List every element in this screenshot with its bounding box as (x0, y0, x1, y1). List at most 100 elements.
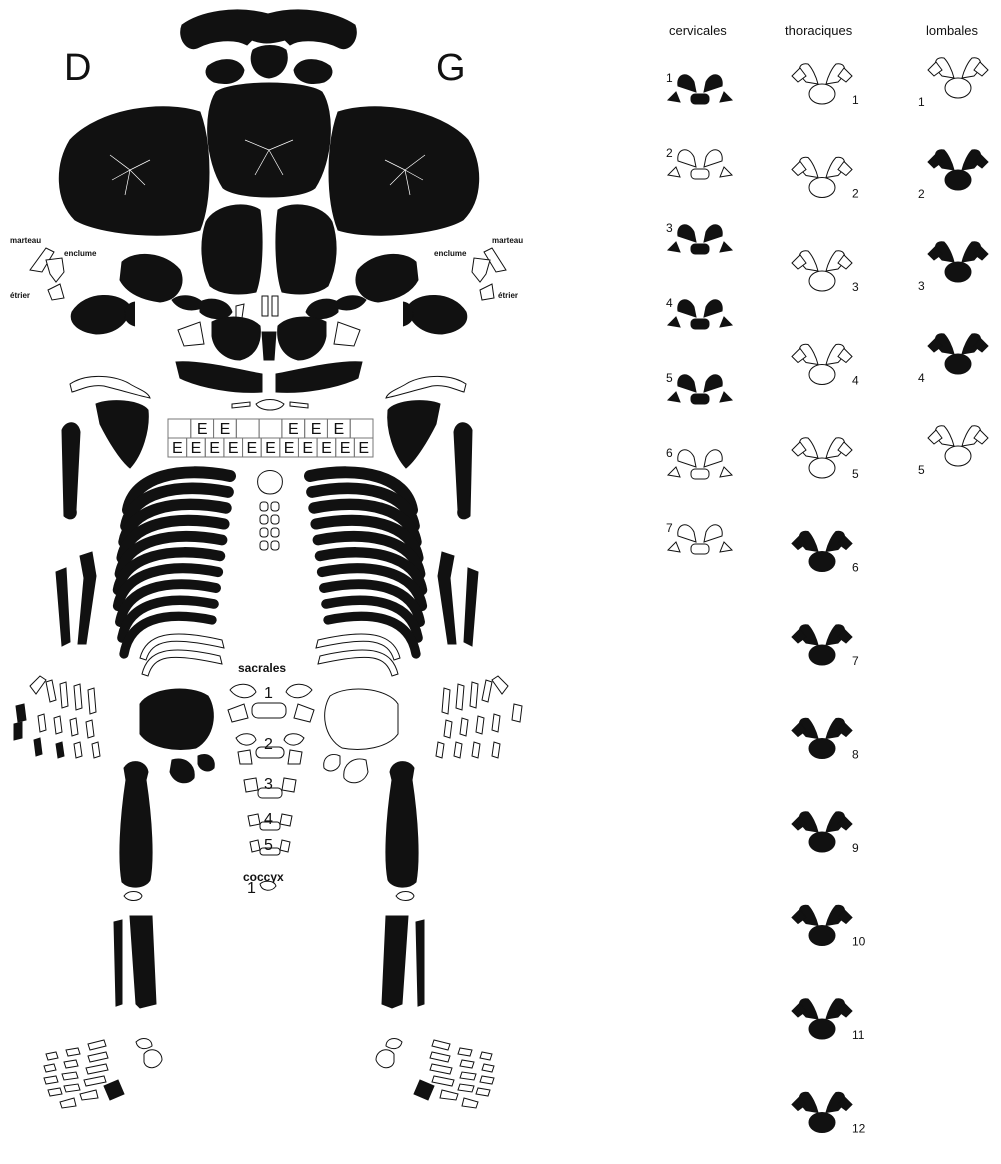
stapes-left (480, 284, 494, 300)
vertebra-shape (792, 251, 852, 291)
radius-right (56, 568, 70, 646)
ribs-right (118, 472, 230, 676)
vertebra-shape (668, 225, 732, 254)
ilium-left (325, 689, 398, 749)
calcaneus-left (376, 1050, 394, 1068)
humerus-left (454, 423, 472, 519)
malleus-label-right: marteau (10, 236, 41, 245)
sacral-title: sacrales (238, 661, 286, 675)
manubrium (258, 471, 283, 495)
sacral-num-5: 5 (264, 837, 273, 854)
stapes-label-left: étrier (498, 291, 518, 300)
sternum-cell-label: E (220, 421, 231, 438)
clavicle-right (70, 376, 150, 398)
occipital-lateral-left (294, 60, 332, 84)
cervical-title: cervicales (669, 23, 727, 38)
vertebra-number: 1 (852, 93, 859, 107)
vertebra: 4 (666, 296, 732, 329)
sternum-cell-label: E (284, 440, 295, 457)
temporal-squama-left (356, 254, 418, 302)
tibia-right (130, 916, 156, 1008)
vertebra-number: 7 (852, 654, 859, 668)
vertebra-shape (668, 75, 732, 104)
patella-right (124, 892, 142, 901)
vertebra-shape (668, 375, 732, 404)
incus-right (46, 258, 64, 282)
skull (59, 10, 478, 410)
ulna-right (78, 552, 96, 644)
ribs-left (310, 472, 422, 676)
vertebra-shape (792, 157, 852, 197)
vertebra: 3 (792, 251, 859, 294)
vertebra-number: 5 (918, 463, 925, 477)
palatine-right (178, 322, 204, 346)
sternum-cell-label: E (311, 421, 322, 438)
sternum-cell-label: E (172, 440, 183, 457)
vertebra-number: 3 (666, 221, 673, 235)
vertebra: 6 (666, 446, 732, 479)
vertebra-shape (792, 812, 852, 852)
foot-right (44, 1039, 162, 1108)
ischium-right (170, 759, 194, 783)
sternum-cell-label: E (358, 440, 369, 457)
ulna-left (438, 552, 456, 644)
petrous-right (71, 295, 130, 334)
vomer (262, 332, 276, 360)
pubis-left (324, 755, 340, 771)
petrous-left (408, 295, 467, 334)
sternum-cell-label: E (191, 440, 202, 457)
nasal-left (272, 296, 278, 316)
cervical-column: 1234567 (666, 71, 732, 554)
vertebra-number: 6 (852, 561, 859, 575)
hand-right (14, 676, 100, 758)
vertebra-number: 5 (666, 371, 673, 385)
sternum-row-2-cells: EEEEEEEEEEE (168, 438, 373, 457)
thoracic-title: thoraciques (785, 23, 853, 38)
sternum-cell (236, 419, 259, 438)
occipital-squama (208, 83, 331, 197)
vertebra-shape (792, 531, 852, 571)
vertebra-number: 4 (918, 371, 925, 385)
stapes-right (48, 284, 64, 300)
vertebra-number: 4 (666, 296, 673, 310)
sternum-cell-label: E (321, 440, 332, 457)
sternum-row-1-cells: EEEEE (168, 419, 373, 438)
mandible-right (176, 362, 262, 393)
vertebra-number: 10 (852, 935, 866, 949)
vertebra-number: 3 (852, 280, 859, 294)
talus-right (136, 1039, 152, 1049)
vertebra: 3 (666, 221, 732, 254)
vertebra: 6 (792, 531, 859, 574)
rib-right-12 (142, 650, 222, 676)
vertebra-shape (792, 905, 852, 945)
sacral-num-2: 2 (264, 736, 273, 753)
vertebra: 5 (918, 426, 988, 477)
vertebra: 5 (792, 438, 859, 481)
incus-label-right: enclume (64, 249, 97, 258)
sternum-cell-label: E (302, 440, 313, 457)
sacral-num-1: 1 (264, 685, 273, 702)
ilium-right (140, 689, 213, 749)
hand-left (436, 676, 522, 758)
frontal-left (276, 205, 336, 294)
sternum-cell-label: E (228, 440, 239, 457)
vertebra: 4 (792, 344, 859, 387)
vertebra-shape (668, 450, 732, 479)
vertebra: 5 (666, 371, 732, 404)
temporal-squama-right (120, 254, 182, 302)
vertebra-shape (928, 242, 988, 282)
vertebra-shape (928, 58, 988, 98)
vertebra-number: 1 (666, 71, 673, 85)
vertebra-shape (928, 334, 988, 374)
vertebra-number: 11 (852, 1028, 865, 1042)
stapes-label-right: étrier (10, 291, 30, 300)
vertebra-number: 1 (918, 95, 925, 109)
hyoid-horn-right (232, 402, 250, 408)
tibia-left (382, 916, 408, 1008)
vertebra: 4 (918, 334, 988, 385)
ossicles-left: enclume marteau étrier (434, 236, 523, 300)
vertebra-shape (792, 344, 852, 384)
vertebra: 1 (792, 64, 859, 107)
pubis-right (198, 755, 214, 771)
